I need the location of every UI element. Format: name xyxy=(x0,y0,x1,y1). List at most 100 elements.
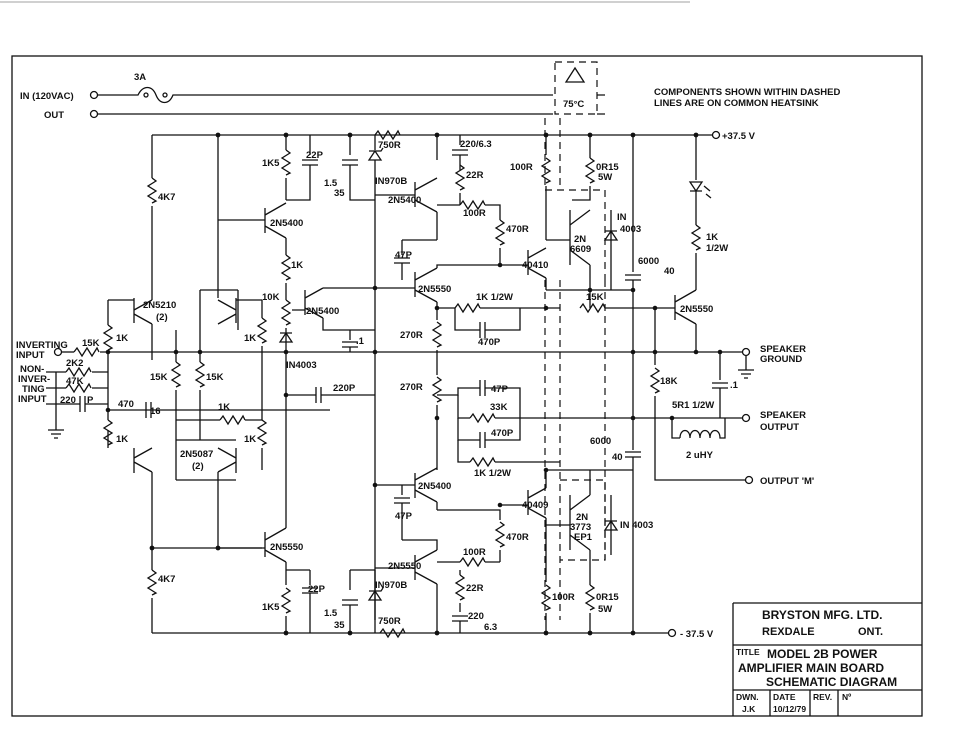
c-220p-mid-label: 220P xyxy=(333,383,356,394)
q-6609-a: 2N xyxy=(574,234,586,245)
note-line-2: LINES ARE ON COMMON HEATSINK xyxy=(654,98,819,109)
c-470-16-label: 470 xyxy=(118,399,134,410)
output-m-terminal[interactable] xyxy=(744,475,754,485)
r-18k-label: 18K xyxy=(660,376,678,387)
q-3773-b: 3773 xyxy=(570,522,591,533)
mains-input-section: IN (120VAC) 3A OUT 75°C xyxy=(20,61,605,121)
input-stage: 4K7 2N5210 (2) 1K 1K 15K 15K INVERTING I… xyxy=(16,135,375,633)
company-name: BRYSTON MFG. LTD. xyxy=(762,608,882,622)
speaker-ground-terminal[interactable] xyxy=(741,347,751,357)
d-top-b: 4003 xyxy=(620,224,641,235)
q-3773-c: EP1 xyxy=(574,532,593,543)
date-val: 10/12/79 xyxy=(773,704,806,714)
q-2n5087-label: 2N5087 xyxy=(180,449,213,460)
diode-in4003-top xyxy=(603,210,619,290)
c-1-5-bot-a: 1.5 xyxy=(324,608,338,619)
title-line-3: SCHEMATIC DIAGRAM xyxy=(766,675,897,689)
title-line-1: MODEL 2B POWER xyxy=(767,647,878,661)
date-key: DATE xyxy=(773,692,796,702)
no-key: Nº xyxy=(842,692,851,702)
z-top-label: IN970B xyxy=(375,176,407,187)
heatsink-dashed-boundary xyxy=(544,118,606,620)
heatsink-note: COMPONENTS SHOWN WITHIN DASHED LINES ARE… xyxy=(654,87,840,109)
pos-rail-label: +37.5 V xyxy=(722,131,756,142)
rev-key: REV. xyxy=(813,692,832,702)
z-bot-label: IN970B xyxy=(375,580,407,591)
c-22p-bot-label: 22P xyxy=(308,584,326,595)
c-1-5-top-a: 1.5 xyxy=(324,178,338,189)
speaker-output-terminal[interactable] xyxy=(741,413,751,423)
r-15k-b-label: 15K xyxy=(206,372,224,383)
title-key: TITLE xyxy=(736,647,760,657)
r-750-bot-label: 750R xyxy=(378,616,401,627)
dwn-key: DWN. xyxy=(736,692,759,702)
r-1k-b-label: 1K xyxy=(244,333,256,344)
q-2n5400-d-label: 2N5400 xyxy=(418,481,451,492)
spk-gnd-label-1: SPEAKER xyxy=(760,344,806,355)
output-m-label: OUTPUT 'M' xyxy=(760,476,814,487)
r-100-bot2-label: 100R xyxy=(552,592,575,603)
r-1k-led-power: 1/2W xyxy=(706,243,728,254)
q-2n5400-c-label: 2N5400 xyxy=(388,195,421,206)
c-47p-a-label: 47P xyxy=(395,250,413,261)
r-100-top-label: 100R xyxy=(510,162,533,173)
q-40409-label: 40409 xyxy=(522,500,548,511)
q-2n5550-b-label: 2N5550 xyxy=(418,284,451,295)
r-15k-a-label: 15K xyxy=(150,372,168,383)
c-6000-top-b: 40 xyxy=(664,266,675,277)
r-1k-d-label: 1K xyxy=(116,434,128,445)
c-220-bot-b: 6.3 xyxy=(484,622,497,633)
l-2uhy-label: 2 uHY xyxy=(686,450,714,461)
r-10k-label: 10K xyxy=(262,292,280,303)
c-6000-top-a: 6000 xyxy=(638,256,659,267)
spk-out-label-1: SPEAKER xyxy=(760,410,806,421)
c-6000-bot-a: 6000 xyxy=(590,436,611,447)
out-label: OUT xyxy=(44,110,64,121)
company-province: ONT. xyxy=(858,626,883,638)
c-point1-b-label: .1 xyxy=(730,380,739,391)
q-3773-a: 2N xyxy=(576,512,588,523)
neg-rail-terminal[interactable] xyxy=(667,628,677,638)
r-470-top-label: 470R xyxy=(506,224,529,235)
q-40410-label: 40410 xyxy=(522,260,548,271)
r-1k-f-label: 1K xyxy=(291,260,303,271)
noninv-label-3: TING xyxy=(22,384,45,395)
inverting-input-terminal[interactable] xyxy=(53,347,63,357)
r-1k5-bot-label: 1K5 xyxy=(262,602,280,613)
r-22-bot-label: 22R xyxy=(466,583,484,594)
c-6000-bot-b: 40 xyxy=(612,452,623,463)
noninv-label-1: NON- xyxy=(20,364,44,375)
pos-rail-terminal[interactable] xyxy=(711,130,721,140)
c-47p-c-label: 47P xyxy=(395,511,413,522)
r-0r15-top-b: 5W xyxy=(598,172,612,183)
c-470p-a-label: 470P xyxy=(478,337,501,348)
output-stage: 100R 0R15 5W 40410 2N 6609 IN 4003 15K 6… xyxy=(375,135,814,633)
r-100-mid-label: 100R xyxy=(463,208,486,219)
spk-gnd-label-2: GROUND xyxy=(760,354,802,365)
r-2k2-label: 2K2 xyxy=(66,358,83,369)
r-470-bot-label: 470R xyxy=(506,532,529,543)
in-terminal[interactable] xyxy=(89,90,99,100)
r-1k-a-label: 1K xyxy=(116,333,128,344)
c-220p-in-label: 220 xyxy=(60,395,76,406)
ground-symbol-speaker xyxy=(738,356,754,379)
note-line-1: COMPONENTS SHOWN WITHIN DASHED xyxy=(654,87,840,98)
r-47k-label: 47K xyxy=(66,376,84,387)
r-1k-e-label: 1K xyxy=(244,434,256,445)
neg-rail-label: - 37.5 V xyxy=(680,629,714,640)
q-2n5550-a-label: 2N5550 xyxy=(270,542,303,553)
diode-in4003-mid xyxy=(278,331,294,343)
r-1k-led-label: 1K xyxy=(706,232,718,243)
r-4k7-bot-label: 4K7 xyxy=(158,574,175,585)
dwn-val: J.K xyxy=(742,704,756,714)
c-220-top-label: 220/6.3 xyxy=(460,139,492,150)
led-icon xyxy=(688,181,712,199)
vas-stage: 1K5 22P 2N5400 1K 10K 2N5400 IN4003 .1 2… xyxy=(218,130,407,638)
q-2n5087-qty: (2) xyxy=(192,461,204,472)
out-terminal[interactable] xyxy=(89,109,99,119)
fuse-symbol xyxy=(98,86,179,104)
fuse-rating-label: 3A xyxy=(134,72,146,83)
r-1k-1-2w-a-label: 1K 1/2W xyxy=(476,292,513,303)
noninv-label-2: INVER- xyxy=(18,374,50,385)
